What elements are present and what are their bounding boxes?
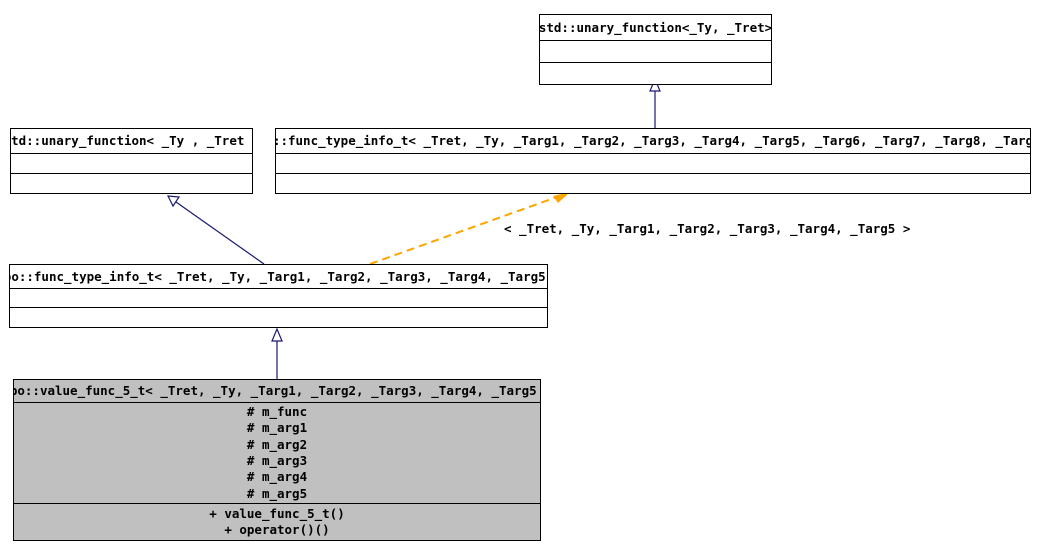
class-attribute: # m_func — [246, 404, 308, 420]
class-title-compartment: mbo::value_func_5_t< _Tret, _Ty, _Targ1,… — [14, 380, 540, 402]
class-attributes-compartment — [276, 153, 1030, 173]
class-operations-compartment: + value_func_5_t() + operator()() — [14, 503, 540, 540]
class-attributes-compartment: # m_func # m_arg1 # m_arg2 # m_arg3 # m_… — [14, 402, 540, 503]
class-box-func-type-info-t-5[interactable]: mbo::func_type_info_t< _Tret, _Ty, _Targ… — [9, 264, 548, 328]
class-title-compartment: mbo::func_type_info_t< _Tret, _Ty, _Targ… — [276, 129, 1030, 153]
class-title: std::unary_function<_Ty, _Tret> — [540, 19, 771, 35]
class-attribute: # m_arg1 — [246, 420, 308, 436]
inheritance-edge-functypeinfo5-to-unaryfunction — [166, 195, 265, 265]
class-operations-compartment — [540, 62, 771, 84]
class-title: mbo::func_type_info_t< _Tret, _Ty, _Targ… — [10, 268, 547, 284]
class-box-value-func-5-t[interactable]: mbo::value_func_5_t< _Tret, _Ty, _Targ1,… — [13, 379, 541, 541]
class-operation: + value_func_5_t() — [209, 505, 345, 521]
class-attribute: # m_arg4 — [246, 469, 308, 485]
inheritance-edge-functypeinfo9-to-unaryfunction — [649, 77, 661, 133]
class-title: mbo::value_func_5_t< _Tret, _Ty, _Targ1,… — [14, 383, 540, 398]
class-operations-compartment — [10, 307, 547, 327]
class-title: mbo::func_type_info_t< _Tret, _Ty, _Targ… — [276, 133, 1030, 148]
class-title-compartment: std::unary_function< _Ty , _Tret > — [11, 129, 252, 153]
class-title: std::unary_function< _Ty , _Tret > — [11, 133, 252, 148]
class-operations-compartment — [11, 173, 252, 193]
class-operations-compartment — [276, 173, 1030, 193]
class-box-std-unary-function-left[interactable]: std::unary_function< _Ty , _Tret > — [10, 128, 253, 194]
template-binding-label: < _Tret, _Ty, _Targ1, _Targ2, _Targ3, _T… — [504, 221, 911, 236]
class-title-compartment: mbo::func_type_info_t< _Tret, _Ty, _Targ… — [10, 265, 547, 288]
class-attribute: # m_arg2 — [246, 436, 308, 452]
class-attribute: # m_arg5 — [246, 485, 308, 501]
class-box-std-unary-function-top[interactable]: std::unary_function<_Ty, _Tret> — [539, 14, 772, 85]
inheritance-edge-valuefunc5-to-functypeinfo5 — [271, 327, 283, 379]
class-box-func-type-info-t-9[interactable]: mbo::func_type_info_t< _Tret, _Ty, _Targ… — [275, 128, 1031, 194]
class-attributes-compartment — [10, 288, 547, 307]
class-attributes-compartment — [11, 153, 252, 173]
class-attributes-compartment — [540, 40, 771, 62]
class-title-compartment: std::unary_function<_Ty, _Tret> — [540, 15, 771, 40]
class-attribute: # m_arg3 — [246, 453, 308, 468]
class-operation: + operator()() — [224, 522, 330, 537]
